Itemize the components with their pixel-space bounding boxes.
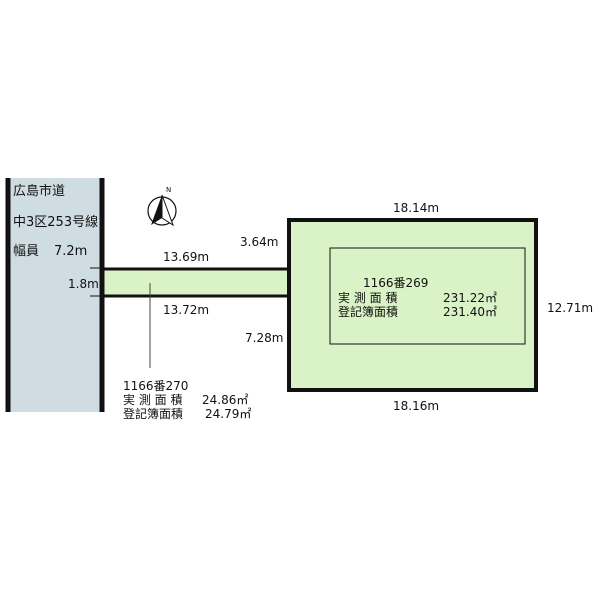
main-lot-number: 1166番269 — [363, 276, 428, 290]
road-width-value: 7.2m — [54, 244, 87, 259]
strip-registered-label: 登記簿面積 — [123, 406, 183, 421]
main-registered-label: 登記簿面積 — [338, 304, 398, 319]
strip-bottom-length: 13.72m — [163, 303, 209, 317]
main-measured-value: 231.22㎡ — [443, 291, 497, 305]
strip-measured-value: 24.86㎡ — [202, 393, 248, 407]
road-area — [8, 178, 102, 412]
strip-measured-label: 実 測 面 積 — [123, 392, 182, 407]
strip-lot-number: 1166番270 — [123, 379, 188, 393]
main-lot — [287, 218, 538, 392]
main-top-length: 18.14m — [393, 201, 439, 215]
main-left-upper-length: 3.64m — [240, 235, 278, 249]
main-lot-inner-frame — [329, 247, 526, 345]
road-width-label: 幅員 — [13, 244, 39, 259]
main-registered-value: 231.40㎡ — [443, 305, 497, 319]
access-strip — [101, 267, 291, 298]
main-measured-label: 実 測 面 積 — [338, 290, 397, 305]
main-left-lower-length: 7.28m — [245, 331, 283, 345]
north-label: N — [166, 186, 171, 194]
strip-registered-value: 24.79㎡ — [205, 407, 251, 421]
main-right-length: 12.71m — [547, 301, 593, 315]
north-arrow-icon: N — [147, 186, 177, 227]
road-name: 広島市道 — [13, 183, 65, 199]
main-bottom-length: 18.16m — [393, 399, 439, 413]
strip-top-length: 13.69m — [163, 250, 209, 264]
strip-width-label: 1.8m — [68, 277, 99, 291]
road-route-number: 中3区253号線 — [13, 214, 98, 230]
